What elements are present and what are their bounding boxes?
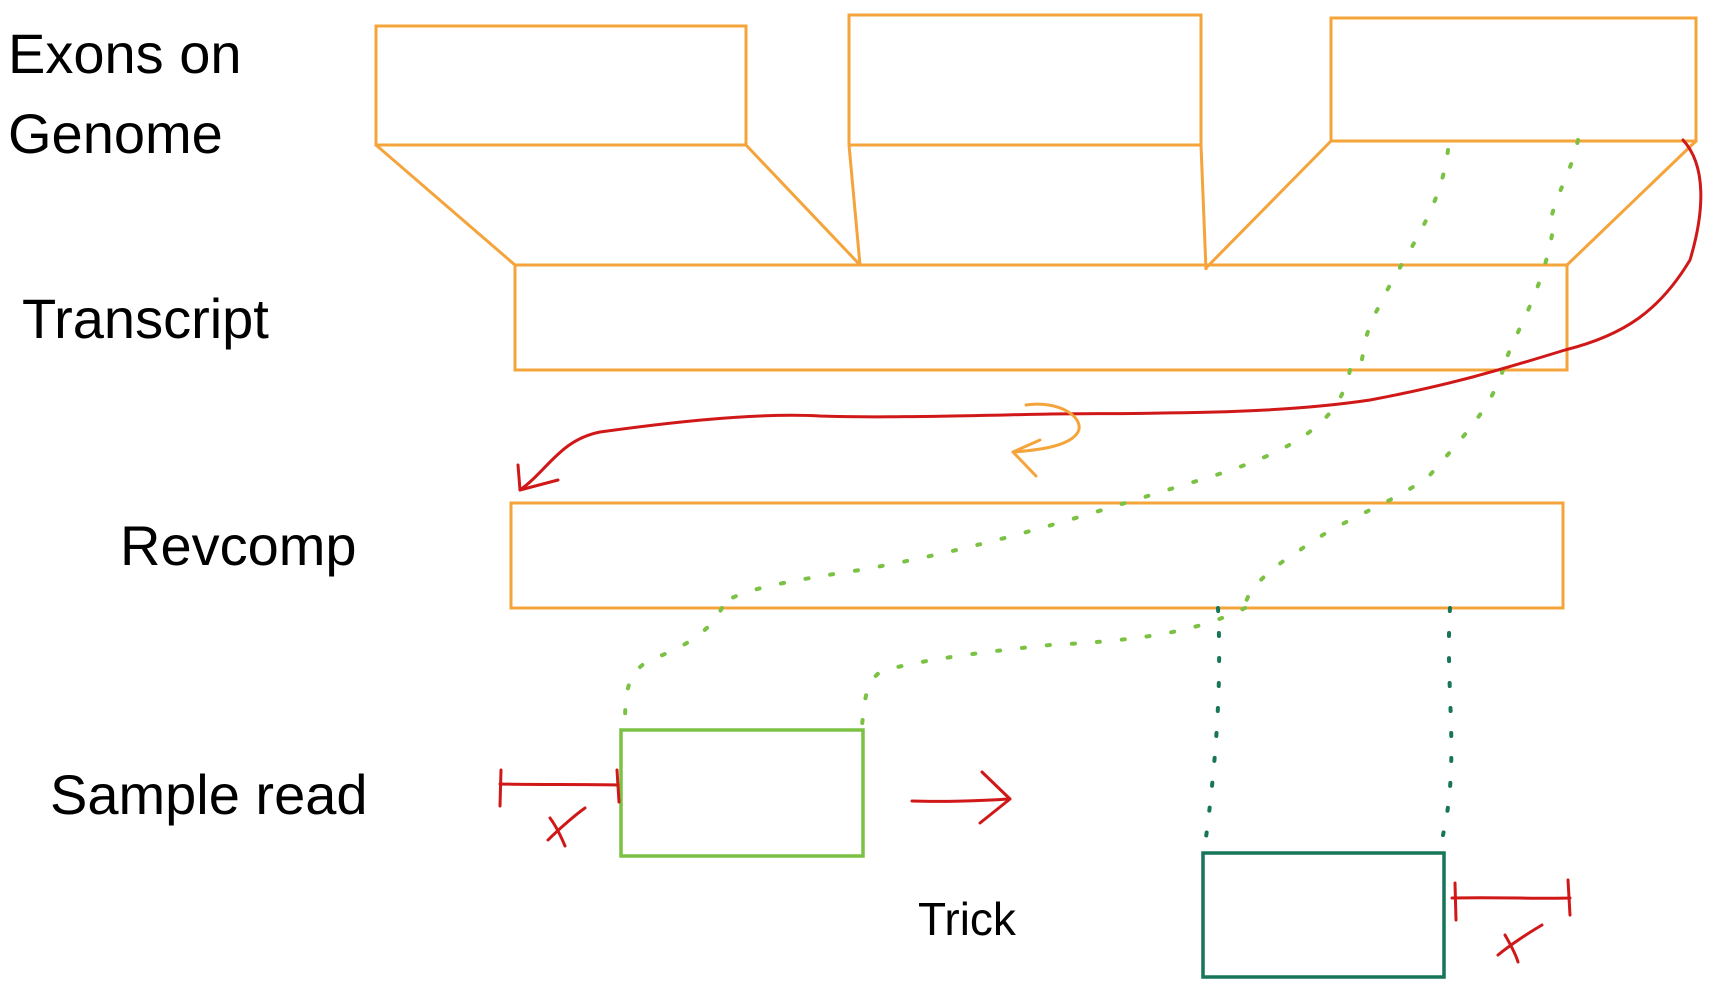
reverse-arrow-head [516, 463, 560, 492]
reverse-arrow [516, 138, 1703, 492]
exon-2-box [847, 13, 1203, 147]
right-offset-tick-start [1453, 881, 1458, 922]
right-offset-x-stroke-1 [1496, 923, 1544, 957]
tracking-line-c [720, 368, 1352, 610]
revcomp-label: Revcomp [120, 514, 357, 577]
reverse-orientation-mark [1011, 402, 1081, 478]
trick-tracking-dotted-lines [1203, 606, 1454, 847]
left-offset-x-stroke-1 [546, 806, 587, 842]
left-offset-line [498, 782, 620, 787]
transcript-bar [513, 263, 1569, 372]
tracking-line-a [1358, 148, 1450, 372]
transcript-label: Transcript [22, 287, 269, 350]
trick-tracking-line-right [1441, 606, 1454, 837]
sample-read-label: Sample read [50, 763, 368, 826]
reverse-orientation-curve [1011, 402, 1081, 454]
exons-label-line1: Exons on [8, 22, 242, 85]
exon-1-left-projection [375, 143, 516, 267]
exon-1-right-projection [744, 143, 862, 267]
exon-3-right-projection [1565, 139, 1698, 267]
right-offset-line [1450, 896, 1572, 900]
tracking-line-e [623, 606, 724, 727]
exon-3-left-projection [1204, 139, 1333, 270]
left-offset-tick-start [498, 768, 503, 808]
exon-projection-lines [375, 139, 1698, 271]
exons-label-line2: Genome [8, 102, 223, 165]
trick-arrow [910, 770, 1012, 825]
sample-read-box [619, 728, 865, 858]
revcomp-bar [509, 501, 1565, 610]
genome-exons [374, 13, 1698, 147]
exon-2-left-projection [847, 144, 862, 266]
left-offset-marker [498, 768, 621, 848]
reverse-arrow-curve [518, 138, 1703, 492]
tracking-line-f [860, 606, 1247, 727]
trick-label: Trick [918, 893, 1017, 945]
trick-arrow-head [978, 770, 1012, 825]
read-tracking-dotted-lines [623, 138, 1580, 727]
trick-read-box [1201, 851, 1446, 979]
tracking-line-d [1243, 368, 1505, 610]
right-offset-x-stroke-2 [1503, 933, 1520, 964]
exon-3-box [1329, 16, 1698, 143]
right-offset-marker [1450, 878, 1572, 964]
exon-2-right-projection [1199, 144, 1208, 271]
reverse-orientation-head [1011, 438, 1042, 478]
exon-1-box [374, 24, 748, 147]
left-offset-tick-end [615, 768, 621, 804]
tracking-line-b [1501, 138, 1580, 372]
trick-arrow-shaft [910, 797, 1010, 803]
right-offset-tick-end [1566, 878, 1572, 917]
trick-tracking-line-left [1203, 606, 1222, 847]
left-offset-x-stroke-2 [548, 816, 567, 848]
